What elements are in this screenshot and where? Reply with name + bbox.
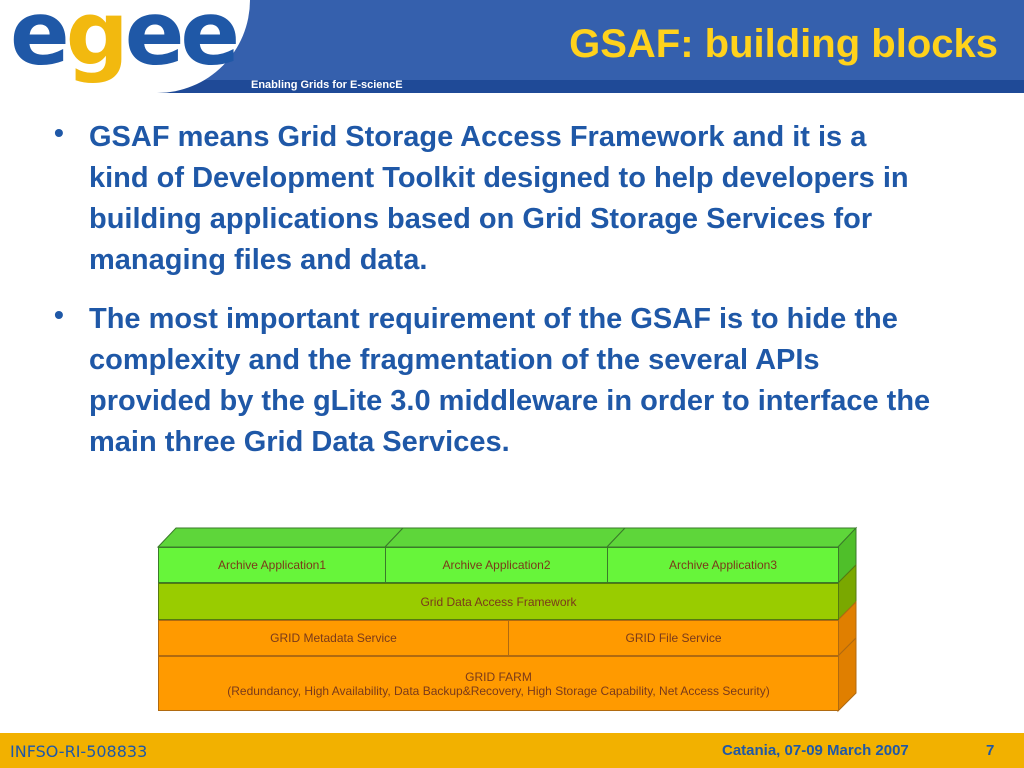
logo-part-g: g [65, 0, 129, 85]
grid-data-access-framework: Grid Data Access Framework [158, 583, 839, 620]
bullet-marker: • [54, 299, 64, 330]
bullet-text: GSAF means Grid Storage Access Framework… [89, 121, 909, 276]
archive-application-3: Archive Application3 [607, 547, 839, 583]
bullet-text: The most important requirement of the GS… [89, 303, 931, 458]
tagline: Enabling Grids for E-sciencE [251, 79, 403, 91]
bullet-marker: • [54, 117, 64, 148]
grid-file-service: GRID File Service [508, 620, 839, 656]
box-label: GRID Metadata Service [270, 631, 397, 645]
logo-part: ee [124, 0, 240, 85]
slide-title: GSAF: building blocks [569, 22, 998, 66]
box-label: Grid Data Access Framework [420, 594, 577, 609]
event-date: Catania, 07-09 March 2007 [722, 742, 909, 759]
egee-logo-text: egee [10, 0, 240, 78]
bullet-item: • GSAF means Grid Storage Access Framewo… [54, 117, 934, 281]
tagline-bar [0, 80, 1024, 93]
bullet-list: • GSAF means Grid Storage Access Framewo… [54, 117, 934, 481]
farm-detail: (Redundancy, High Availability, Data Bac… [227, 683, 770, 698]
page-number: 7 [986, 742, 995, 759]
slide-header: egee Enabling Grids for E-sciencE GSAF: … [0, 0, 1024, 93]
grid-metadata-service: GRID Metadata Service [158, 620, 509, 656]
project-code: INFSO-RI-508833 [10, 742, 148, 761]
architecture-diagram: Archive Application1 Archive Application… [150, 523, 870, 723]
archive-application-2: Archive Application2 [385, 547, 608, 583]
box-label: Archive Application3 [668, 558, 778, 572]
box-label: GRID File Service [625, 631, 722, 645]
farm-title: GRID FARM [465, 669, 532, 684]
archive-application-1: Archive Application1 [158, 547, 386, 583]
logo-part: e [10, 0, 70, 85]
bullet-item: • The most important requirement of the … [54, 299, 934, 463]
slide-footer: INFSO-RI-508833 Catania, 07-09 March 200… [0, 733, 1024, 768]
grid-farm: GRID FARM (Redundancy, High Availability… [158, 656, 839, 711]
box-label: Archive Application1 [217, 558, 327, 572]
egee-logo: egee [0, 0, 250, 93]
box-label: Archive Application2 [442, 558, 551, 572]
